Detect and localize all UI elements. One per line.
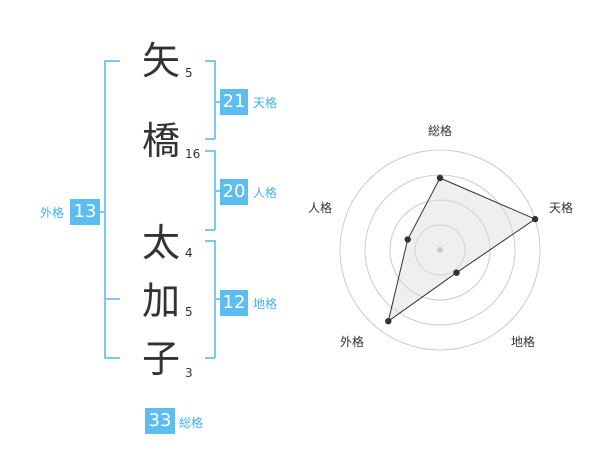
radar-axis-label-jinkaku: 人格 [308,201,333,215]
radar-ring-4 [339,149,541,351]
soukaku-label: 総格 [179,416,204,430]
stroke-count-3: 4 [185,246,193,260]
tenkaku-bracket-tick [214,101,220,103]
radar-axis-label-soukaku: 総格 [428,124,453,138]
tenkaku-bracket-top [205,60,215,62]
stroke-count-2: 16 [185,147,201,161]
gaikaku-bracket-tick [96,211,104,213]
gaikaku-value-badge: 13 [70,199,100,225]
chikaku-value-badge: 12 [220,290,248,316]
jinkaku-label: 人格 [253,186,278,200]
gaikaku-bracket-vertical [104,60,106,358]
stroke-count-1: 5 [185,66,193,80]
radar-point-2 [531,215,539,223]
gaikaku-bracket-mid [104,298,120,300]
radar-point-3 [453,269,460,276]
name-char-4: 加 [141,279,180,323]
gaikaku-bracket-top [104,60,120,62]
name-char-1: 矢 [141,39,180,83]
chikaku-label: 地格 [253,297,278,311]
tenkaku-bracket-vertical [214,60,216,139]
radar-point-1 [436,174,444,182]
jinkaku-bracket-bottom [205,229,215,231]
jinkaku-bracket-top [205,150,215,152]
radar-ring-1 [414,224,466,276]
stroke-count-5: 3 [185,366,193,380]
radar-axis-label-tenkaku: 天格 [549,201,574,215]
radar-point-4 [385,318,392,325]
chikaku-bracket-bottom [205,357,215,359]
tenkaku-value-badge: 21 [220,89,248,115]
tenkaku-label: 天格 [253,96,278,110]
radar-point-5 [404,236,411,243]
radar-center-dot [437,247,443,253]
radar-polygon [387,177,537,323]
radar-axis-label-chikaku: 地格 [511,335,536,349]
jinkaku-bracket-tick [214,190,220,192]
chikaku-bracket-top [205,240,215,242]
gaikaku-label: 外格 [40,206,65,220]
name-char-5: 子 [141,337,180,381]
name-char-2: 橋 [141,119,180,163]
stroke-count-4: 5 [185,305,193,319]
soukaku-value-badge: 33 [145,408,175,434]
chikaku-bracket-tick [214,298,220,300]
name-char-3: 太 [141,221,180,265]
tenkaku-bracket-bottom [205,138,215,140]
jinkaku-value-badge: 20 [220,179,248,205]
radar-axis-label-gaikaku: 外格 [340,335,365,349]
gaikaku-bracket-bottom [104,357,120,359]
